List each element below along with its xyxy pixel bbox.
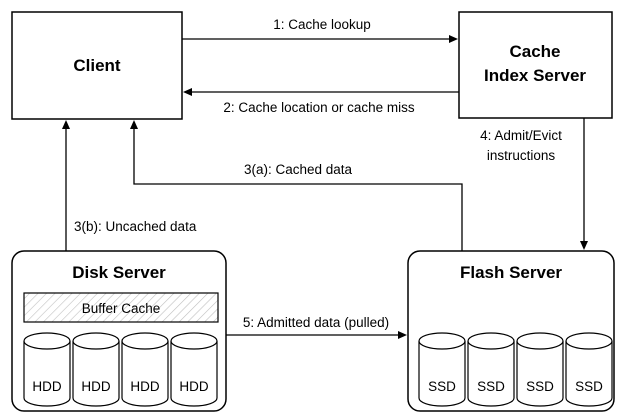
hdd-disk-label: HDD — [130, 379, 159, 394]
arrowhead-left-icon — [183, 88, 192, 96]
hdd-disk-body — [23, 341, 71, 407]
hdd-disk-body — [72, 341, 120, 407]
arrowhead-up-icon — [62, 120, 70, 129]
ssd-disk-body — [565, 341, 613, 407]
edge-cache-location: 2: Cache location or cache miss — [183, 88, 459, 115]
hdd-disk-body — [121, 341, 169, 407]
hdd-disk: HDD — [72, 332, 120, 407]
flash-server-label: Flash Server — [460, 263, 562, 282]
ssd-disk-top — [565, 332, 613, 350]
ssd-disk-label: SSD — [526, 379, 554, 394]
hdd-disk-top — [121, 332, 169, 350]
edge-cached-data: 3(a): Cached data — [130, 120, 463, 251]
ssd-disk-label: SSD — [575, 379, 603, 394]
hdd-disk: HDD — [23, 332, 71, 407]
hdd-disk: HDD — [170, 332, 218, 407]
cache-index-server-box — [458, 11, 613, 119]
arrowhead-down-icon — [580, 241, 588, 250]
disk-server-label: Disk Server — [72, 263, 166, 282]
buffer-cache-label: Buffer Cache — [82, 301, 161, 316]
edge-admit-evict-label-line1: 4: Admit/Evict — [480, 128, 562, 143]
arrowhead-right-icon — [398, 331, 407, 339]
edge-cached-data-line — [133, 126, 463, 251]
cache-index-server-node: Cache Index Server — [458, 11, 613, 119]
edge-cache-location-label: 2: Cache location or cache miss — [223, 100, 415, 115]
ssd-disk-body — [418, 341, 466, 407]
arrowhead-right-icon — [449, 35, 458, 43]
edge-admitted-data-label: 5: Admitted data (pulled) — [243, 315, 389, 330]
ssd-disk: SSD — [565, 332, 613, 407]
edge-cached-data-label: 3(a): Cached data — [244, 162, 353, 177]
client-node: Client — [11, 11, 183, 120]
cache-index-label-line1: Cache — [509, 42, 560, 61]
ssd-disk-group: SSD SSD SSD SSD — [418, 332, 613, 407]
cache-index-label-line2: Index Server — [484, 66, 586, 85]
edge-admitted-data: 5: Admitted data (pulled) — [226, 315, 407, 339]
arrowhead-up-icon — [130, 120, 138, 129]
hdd-disk-label: HDD — [81, 379, 110, 394]
ssd-disk-body — [516, 341, 564, 407]
ssd-disk: SSD — [516, 332, 564, 407]
ssd-disk-top — [467, 332, 515, 350]
disk-server-node: Disk Server Buffer Cache HDD HDD HDD HDD — [11, 250, 227, 412]
flash-server-node: Flash Server SSD SSD SSD SSD — [407, 250, 615, 412]
edge-cache-lookup: 1: Cache lookup — [182, 17, 458, 43]
edge-cache-lookup-label: 1: Cache lookup — [273, 17, 371, 32]
edge-admit-evict: 4: Admit/Evict instructions — [480, 118, 588, 250]
ssd-disk-top — [516, 332, 564, 350]
buffer-cache-box — [23, 292, 219, 323]
hdd-disk-body — [170, 341, 218, 407]
edge-uncached-data: 3(b): Uncached data — [62, 120, 197, 251]
ssd-disk-body — [467, 341, 515, 407]
hdd-disk-top — [72, 332, 120, 350]
hdd-disk-top — [170, 332, 218, 350]
edge-admit-evict-label-line2: instructions — [487, 148, 556, 163]
client-box — [11, 11, 183, 120]
hdd-disk-group: HDD HDD HDD HDD — [23, 332, 218, 407]
ssd-disk: SSD — [418, 332, 466, 407]
hdd-disk-label: HDD — [179, 379, 208, 394]
ssd-disk-top — [418, 332, 466, 350]
hdd-disk: HDD — [121, 332, 169, 407]
edge-uncached-data-label: 3(b): Uncached data — [74, 219, 197, 234]
ssd-disk-label: SSD — [477, 379, 505, 394]
ssd-disk-label: SSD — [428, 379, 456, 394]
client-label: Client — [73, 56, 121, 75]
hdd-disk-label: HDD — [32, 379, 61, 394]
ssd-disk: SSD — [467, 332, 515, 407]
hdd-disk-top — [23, 332, 71, 350]
